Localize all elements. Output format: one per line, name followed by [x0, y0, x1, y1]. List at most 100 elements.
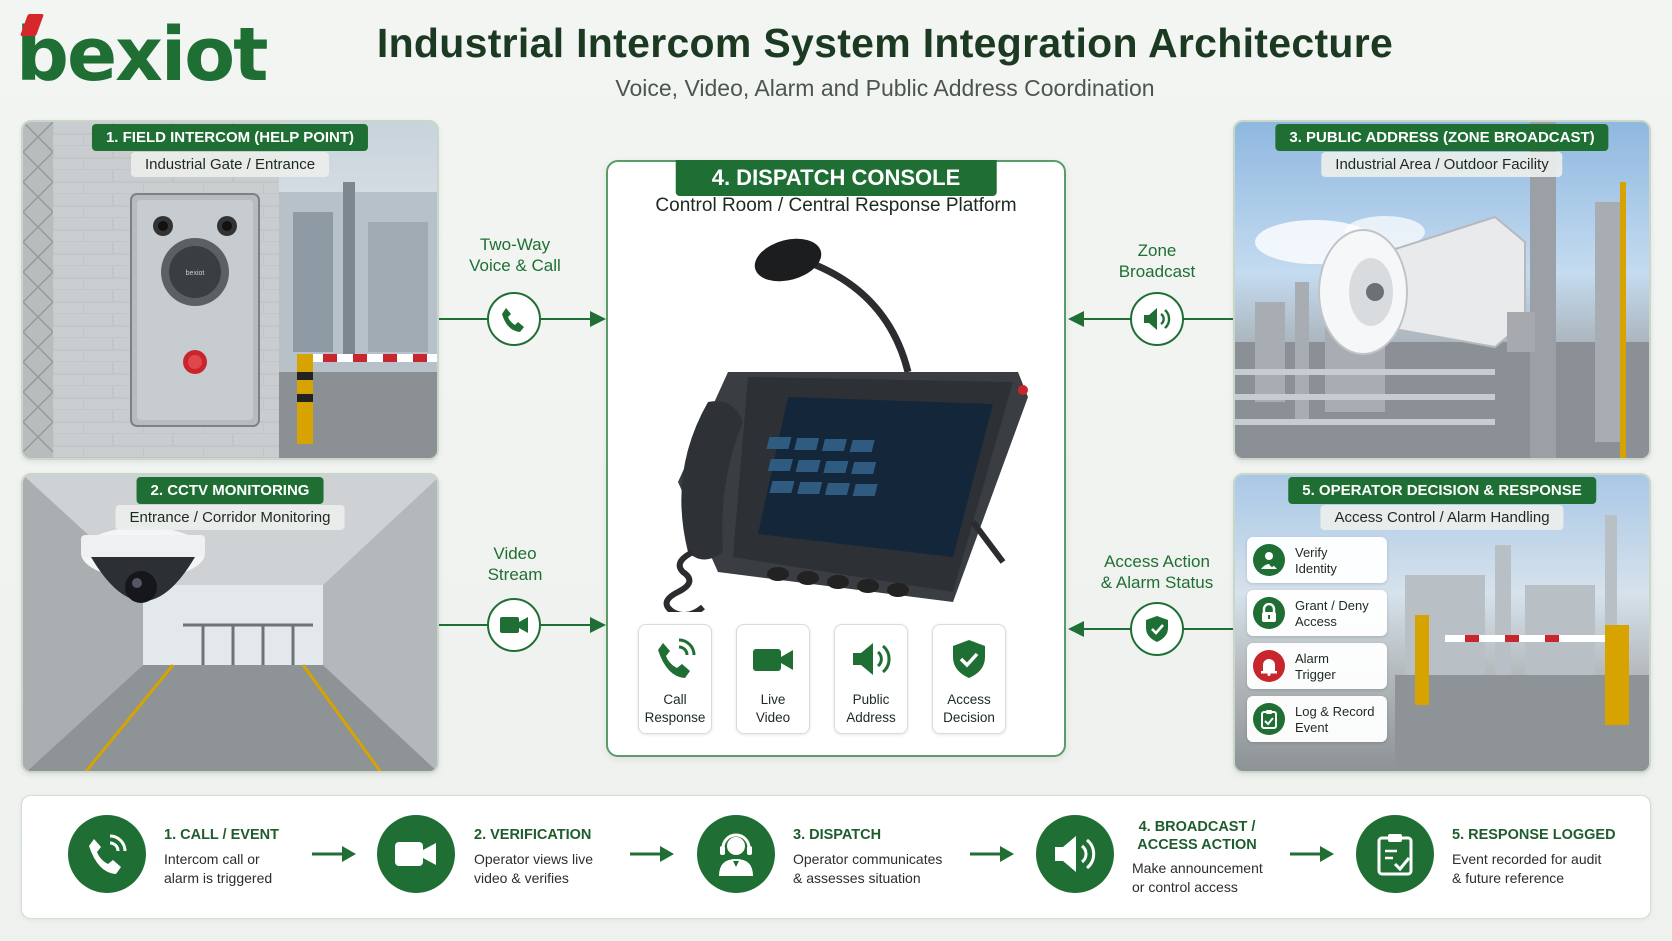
feature-label-line1: Live	[760, 692, 786, 707]
feature-label-line1: Access	[947, 692, 991, 707]
panel-title: 1. FIELD INTERCOM (HELP POINT)	[91, 124, 369, 151]
clipboard-check-icon	[1377, 834, 1413, 876]
panel-subtitle: Industrial Area / Outdoor Facility	[1321, 152, 1563, 177]
step-description: Intercom call or alarm is triggered	[164, 850, 324, 888]
connector-access-node	[1130, 602, 1184, 656]
panel-subtitle: Access Control / Alarm Handling	[1320, 505, 1564, 530]
panel-title: 5. OPERATOR DECISION & RESPONSE	[1288, 477, 1596, 504]
step-desc-line1: Intercom call or	[164, 851, 260, 867]
feature-label-line1: Public	[852, 692, 890, 707]
step-dispatch-icon	[697, 815, 775, 893]
step-desc-line2: alarm is triggered	[164, 870, 273, 886]
step-description: Make announcement or control access	[1132, 859, 1292, 897]
connector-voice-node	[487, 292, 541, 346]
step-desc-line2: & assesses situation	[793, 870, 921, 886]
step-verification-icon	[377, 815, 455, 893]
headset-operator-icon	[719, 833, 753, 876]
arrow-right-icon	[1290, 846, 1334, 862]
action-label-line1: Grant / Deny	[1295, 598, 1369, 613]
phone-ringing-icon	[658, 638, 696, 678]
action-label-line1: Log & Record	[1295, 704, 1375, 719]
arrow-right-icon	[590, 617, 606, 633]
action-label-line1: Alarm	[1295, 651, 1329, 666]
step-desc-line1: Event recorded for audit	[1452, 851, 1602, 867]
camera-icon	[500, 617, 528, 633]
step-title: 2. VERIFICATION	[474, 827, 592, 843]
arrow-right-icon	[590, 311, 606, 327]
connector-access-label: Access Action & Alarm Status	[1087, 551, 1227, 593]
connector-label-line2: Stream	[487, 565, 543, 584]
panel-subtitle: Industrial Gate / Entrance	[130, 152, 330, 177]
connector-video-label: Video Stream	[445, 543, 585, 585]
feature-label-line2: Decision	[943, 710, 995, 725]
action-label-line2: Identity	[1295, 561, 1337, 576]
page-title: Industrial Intercom System Integration A…	[376, 20, 1394, 66]
step-response-logged-icon	[1356, 815, 1434, 893]
step-title: 1. CALL / EVENT	[164, 827, 279, 843]
step-description: Operator views live video & verifies	[474, 850, 634, 888]
step-title-line1: 4. BROADCAST /	[1138, 819, 1256, 835]
connector-broadcast-node	[1130, 292, 1184, 346]
feature-label-line2: Address	[846, 710, 896, 725]
step-title: 4. BROADCAST / ACCESS ACTION	[1132, 818, 1262, 854]
shield-check-icon	[1146, 616, 1168, 642]
phone-ringing-icon	[89, 834, 127, 874]
step-desc-line2: video & verifies	[474, 870, 569, 886]
arrow-right-icon	[312, 846, 356, 862]
connector-label-line2: Broadcast	[1118, 262, 1196, 281]
connector-label-line2: Voice & Call	[469, 256, 561, 275]
console-subtitle: Control Room / Central Response Platform	[655, 195, 1017, 216]
connector-label-line1: Zone	[1137, 241, 1177, 260]
intercom-device-label: bexiot	[186, 270, 205, 277]
panel-cctv: 2. CCTV MONITORING Entrance / Corridor M…	[21, 473, 439, 773]
step-title-line2: ACCESS ACTION	[1137, 837, 1257, 853]
process-flow-strip: 1. CALL / EVENT Intercom call or alarm i…	[21, 795, 1651, 919]
step-broadcast-icon	[1036, 815, 1114, 893]
console-title: 4. DISPATCH CONSOLE	[675, 160, 997, 196]
step-title: 3. DISPATCH	[793, 827, 882, 843]
feature-label-line1: Call	[663, 692, 687, 707]
connector-broadcast-label: Zone Broadcast	[1087, 240, 1227, 282]
arrow-right-icon	[970, 846, 1014, 862]
clipboard-icon	[1253, 703, 1285, 735]
arrow-left-icon	[1068, 621, 1084, 637]
page-subtitle: Voice, Video, Alarm and Public Address C…	[615, 75, 1155, 101]
step-description: Operator communicates & assesses situati…	[793, 850, 953, 888]
facility-scene-illustration	[1235, 122, 1649, 458]
action-label-line1: Verify	[1295, 545, 1328, 560]
dispatch-phone-illustration	[663, 238, 1028, 612]
step-call-event-icon	[68, 815, 146, 893]
step-description: Event recorded for audit & future refere…	[1452, 850, 1642, 888]
access-gate-scene-illustration	[1395, 515, 1649, 771]
brand-logo: bexiot	[16, 12, 268, 98]
corridor-scene-illustration	[23, 475, 437, 771]
connector-voice-label: Two-Way Voice & Call	[445, 234, 585, 276]
speaker-icon	[1055, 836, 1096, 872]
action-label-line2: Access	[1295, 614, 1337, 629]
panel-subtitle: Entrance / Corridor Monitoring	[115, 505, 345, 530]
step-title: 5. RESPONSE LOGGED	[1452, 827, 1616, 843]
video-camera-icon	[753, 649, 793, 671]
action-label-line2: Trigger	[1295, 667, 1336, 682]
shield-check-icon	[953, 640, 985, 678]
panel-public-address: 3. PUBLIC ADDRESS (ZONE BROADCAST) Indus…	[1233, 120, 1651, 460]
gate-scene-illustration: bexiot	[23, 122, 437, 458]
alarm-bell-icon	[1253, 650, 1285, 682]
feature-label-line2: Response	[644, 710, 706, 725]
action-label-line2: Event	[1295, 720, 1329, 735]
arrow-left-icon	[1068, 311, 1084, 327]
panel-field-intercom: bexiot 1. FIELD INTERCOM (HELP POINT) In…	[21, 120, 439, 460]
panel-operator-decision: 5. OPERATOR DECISION & RESPONSE Access C…	[1233, 473, 1651, 773]
connector-label-line2: & Alarm Status	[1100, 573, 1214, 592]
panel-title: 2. CCTV MONITORING	[136, 477, 324, 504]
connector-label-line1: Access Action	[1104, 552, 1210, 571]
dispatch-console-panel: 4. DISPATCH CONSOLE Control Room / Centr…	[606, 160, 1066, 757]
step-desc-line2: or control access	[1132, 879, 1238, 895]
